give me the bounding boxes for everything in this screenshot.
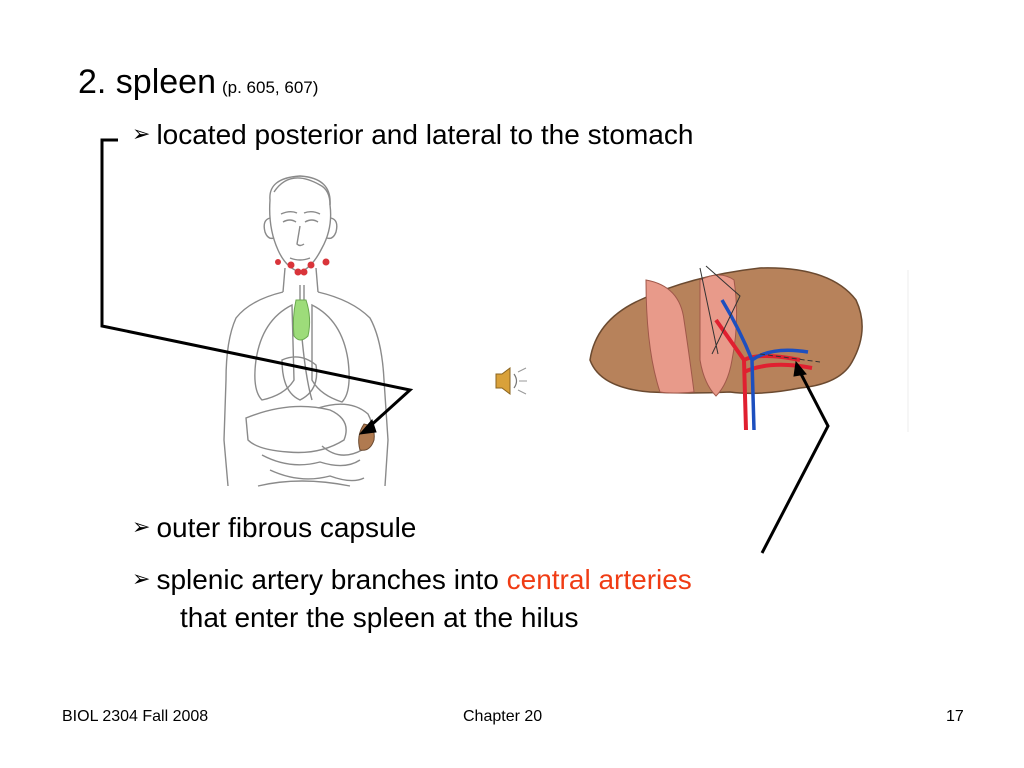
connector-line-location [100,138,414,435]
footer-course: BIOL 2304 Fall 2008 [62,708,209,725]
spleen-cross-section-illustration [589,265,909,432]
bullet-arteries-text: splenic artery branches into [156,564,507,595]
title-text: 2. spleen [78,63,216,101]
bullet-arrow-icon: ➢ [132,514,151,539]
title-page-reference: (p. 605, 607) [222,78,319,97]
connector-line-arteries [760,360,830,554]
bullet-arrow-icon: ➢ [132,121,151,146]
speaker-icon[interactable] [495,367,527,395]
highlight-central-arteries: central arteries [506,564,692,595]
bullet-capsule-text: outer fibrous capsule [156,512,417,543]
thymus-illustration [292,299,311,341]
bullet-arrow-icon: ➢ [132,566,151,591]
human-torso-illustration [223,175,389,487]
footer-page-number: 17 [946,708,964,725]
slide-title: 2. spleen (p. 605, 607) [78,62,318,108]
bullet-location: ➢located posterior and lateral to the st… [132,118,693,154]
bullet-arteries-continuation: that enter the spleen at the hilus [180,602,579,633]
bullet-location-text: located posterior and lateral to the sto… [156,119,694,150]
bullet-arteries: ➢splenic artery branches into central ar… [132,563,692,599]
footer-chapter: Chapter 20 [463,708,543,725]
bullet-capsule: ➢outer fibrous capsule [132,511,416,547]
salivary-glands [275,258,330,276]
